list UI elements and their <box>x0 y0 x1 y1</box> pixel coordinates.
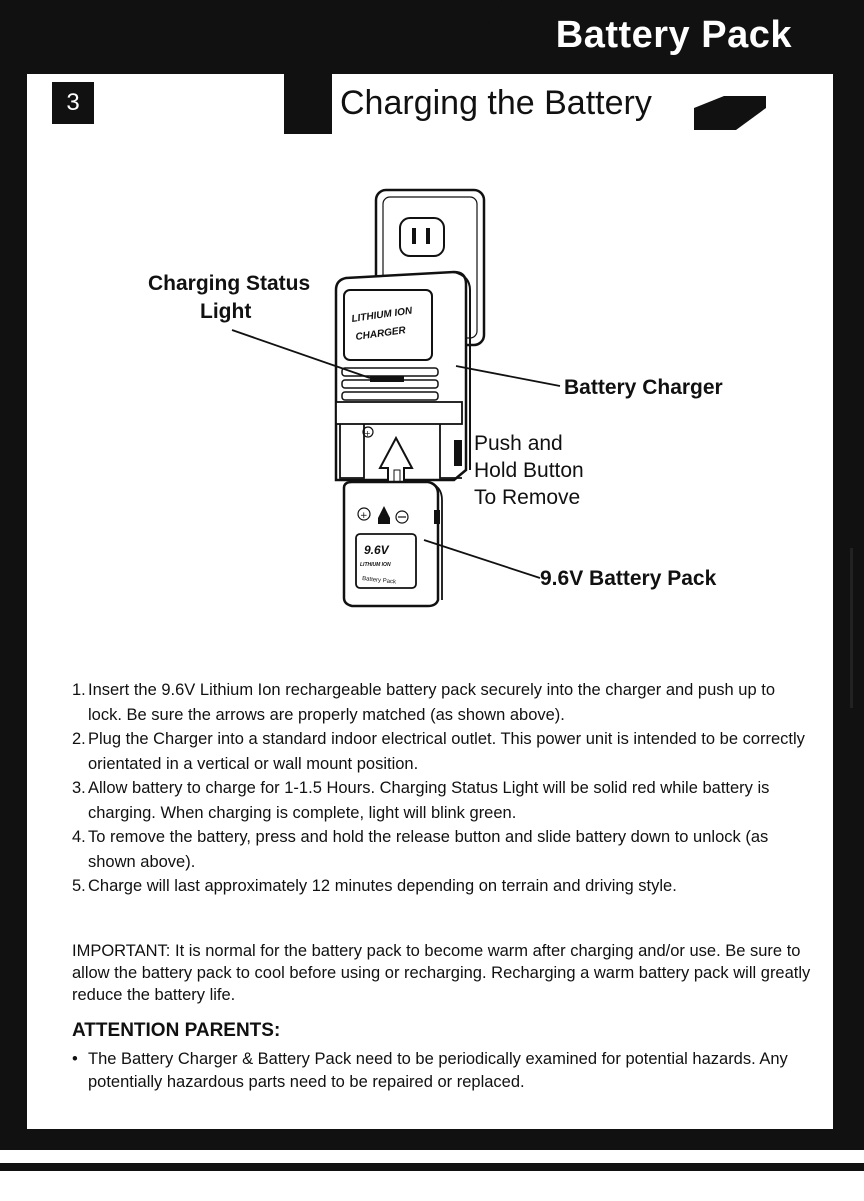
release-button <box>454 440 462 466</box>
important-note: IMPORTANT: It is normal for the battery … <box>72 942 811 1004</box>
bottom-rule <box>0 1163 864 1171</box>
push-hold-label-line1: Push and <box>474 432 563 455</box>
instruction-item: 3.Allow battery to charge for 1-1.5 Hour… <box>72 779 770 822</box>
charging-diagram: LITHIUM ION CHARGER + + 9.6V LITHIUM ION… <box>231 188 561 608</box>
charging-status-light <box>370 376 404 382</box>
battery-pack-label: 9.6V Battery Pack <box>540 567 717 590</box>
battery-charger-unit: LITHIUM ION CHARGER + <box>334 270 471 482</box>
battery-type-text: LITHIUM ION <box>360 562 391 568</box>
charging-status-label: Charging Status <box>148 272 311 295</box>
subtitle-decoration-left <box>284 74 332 134</box>
attention-text-block: • The Battery Charger & Battery Pack nee… <box>72 1048 788 1094</box>
battery-pack-unit: + 9.6V LITHIUM ION Battery Pack <box>342 480 443 608</box>
attention-text: The Battery Charger & Battery Pack need … <box>88 1050 788 1091</box>
header-banner <box>460 0 864 74</box>
page-title: Battery Pack <box>555 14 792 56</box>
battery-voltage-text: 9.6V <box>364 543 390 557</box>
attention-bullet: • <box>72 1050 78 1068</box>
light-label: Light <box>200 300 252 323</box>
svg-text:+: + <box>364 429 371 438</box>
battery-leader <box>423 539 541 579</box>
battery-charger-label: Battery Charger <box>564 376 723 399</box>
attention-heading: ATTENTION PARENTS: <box>72 1020 281 1041</box>
instruction-item: 1.Insert the 9.6V Lithium Ion rechargeab… <box>72 681 775 724</box>
charger-leader <box>455 365 561 387</box>
instruction-item: 2.Plug the Charger into a standard indoo… <box>72 730 805 773</box>
section-number-badge: 3 <box>52 82 94 124</box>
scan-edge-mark <box>850 548 853 708</box>
section-subtitle: Charging the Battery <box>340 84 652 122</box>
push-hold-label-line3: To Remove <box>474 486 581 509</box>
push-hold-label-line2: Hold Button <box>474 459 584 482</box>
status-light-leader <box>231 329 371 379</box>
instruction-item: 5.Charge will last approximately 12 minu… <box>72 877 677 895</box>
svg-text:+: + <box>360 511 368 521</box>
instruction-list: 1.Insert the 9.6V Lithium Ion rechargeab… <box>72 678 812 899</box>
battery-name-text: Battery Pack <box>362 576 397 586</box>
instruction-item: 4.To remove the battery, press and hold … <box>72 828 769 871</box>
